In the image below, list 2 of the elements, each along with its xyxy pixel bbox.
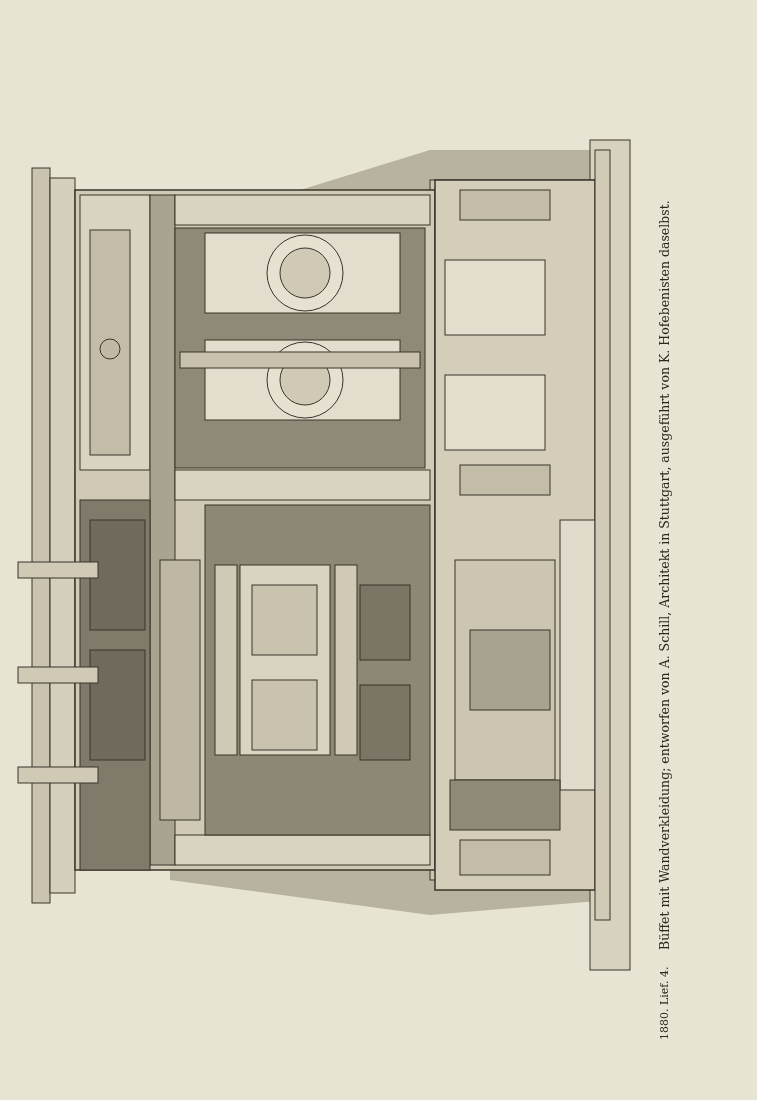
caption: Büffet mit Wandverkleidung; entworfen von A. Schill, Architekt in Stuttgart, ausgeführt von K. Hofebenisten daselbst. xyxy=(657,200,673,950)
plate-number: 1880. Lief. 4. xyxy=(657,966,672,1040)
